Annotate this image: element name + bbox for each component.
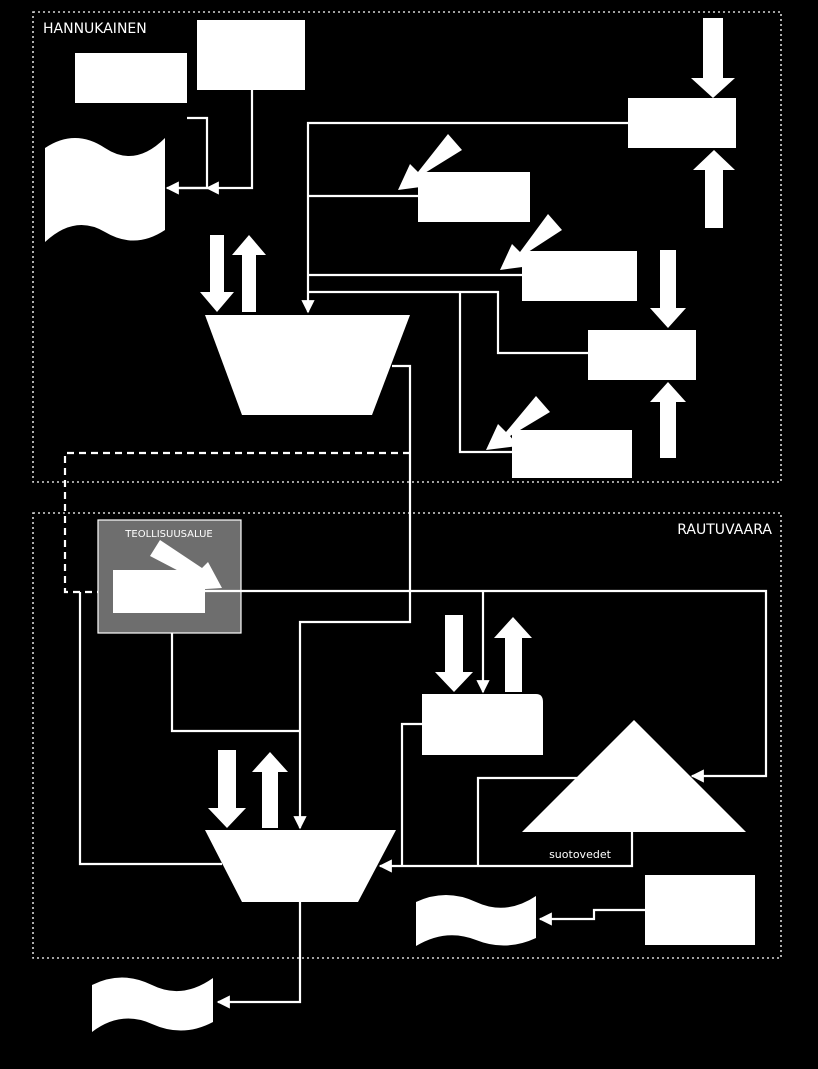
rautuvaara-zone-border bbox=[32, 512, 782, 959]
arrow-in-process-box-rautuvaara bbox=[435, 615, 473, 692]
flow-line-return-left bbox=[78, 592, 222, 866]
arrow-out-top-right bbox=[693, 150, 735, 228]
process-box-top-right bbox=[628, 98, 736, 148]
arrow-in-top-right bbox=[691, 18, 735, 98]
waste-heap-triangle bbox=[522, 720, 746, 832]
industrial-area-label: TEOLLISUUSALUE bbox=[124, 529, 212, 540]
arrow-out-concentrator-rautuvaara bbox=[252, 752, 288, 828]
arrow-in-concentrator-hannukainen bbox=[200, 235, 234, 312]
flow-line-box-to-storage-1 bbox=[170, 116, 209, 190]
process-box-industrial bbox=[113, 570, 205, 613]
flow-line-box-to-storage-2 bbox=[205, 90, 254, 195]
concentrator-rautuvaara bbox=[205, 830, 396, 902]
process-box-top-center bbox=[197, 20, 305, 90]
flow-line-seepage-water bbox=[378, 832, 634, 873]
hannukainen-zone-border bbox=[32, 11, 782, 483]
flow-line-box-to-storage-rautuvaara bbox=[538, 908, 645, 926]
process-box-2 bbox=[418, 172, 530, 222]
diagonal-arrow-industrial bbox=[150, 540, 222, 590]
process-box-4 bbox=[588, 330, 696, 380]
rautuvaara-label: RAUTUVAARA bbox=[677, 522, 772, 538]
process-box-rautuvaara bbox=[422, 694, 543, 755]
hannukainen-label: HANNUKAINEN bbox=[43, 21, 147, 37]
concentrator-hannukainen bbox=[205, 315, 410, 415]
process-box-bottom-right bbox=[645, 875, 755, 945]
flow-line-main-collector bbox=[301, 121, 628, 314]
storage-tank-hannukainen bbox=[45, 138, 165, 242]
arrow-out-process-box-rautuvaara bbox=[494, 617, 532, 692]
flow-line-process-box-to-concentrator bbox=[400, 722, 422, 866]
process-box-top-left bbox=[75, 53, 187, 103]
flow-line-concentrator-to-final-storage bbox=[216, 902, 302, 1009]
diagonal-arrow-box-5 bbox=[486, 396, 550, 450]
storage-tank-final bbox=[92, 977, 213, 1032]
flow-line-heap-to-concentrator-left bbox=[476, 776, 580, 866]
diagonal-arrow-box-3 bbox=[500, 214, 562, 270]
arrow-out-box-4 bbox=[650, 382, 686, 458]
diagonal-arrow-box-2 bbox=[398, 134, 462, 190]
flow-line-branch-4 bbox=[458, 292, 512, 454]
storage-tank-rautuvaara bbox=[416, 895, 536, 946]
dashed-flow-line-to-industrial-area bbox=[63, 451, 410, 599]
process-box-5 bbox=[512, 430, 632, 478]
arrow-in-box-4 bbox=[650, 250, 686, 328]
flow-line-branch-3 bbox=[308, 290, 588, 355]
process-box-3 bbox=[522, 251, 637, 301]
flow-line-hannukainen-to-rautuvaara bbox=[293, 364, 412, 830]
flow-line-industrial-to-heap bbox=[205, 589, 768, 783]
flow-line-industrial-to-concentrator bbox=[170, 633, 300, 733]
arrow-in-concentrator-rautuvaara bbox=[208, 750, 246, 828]
arrow-out-concentrator-hannukainen bbox=[232, 235, 266, 312]
seepage-water-label: suotovedet bbox=[549, 848, 612, 861]
